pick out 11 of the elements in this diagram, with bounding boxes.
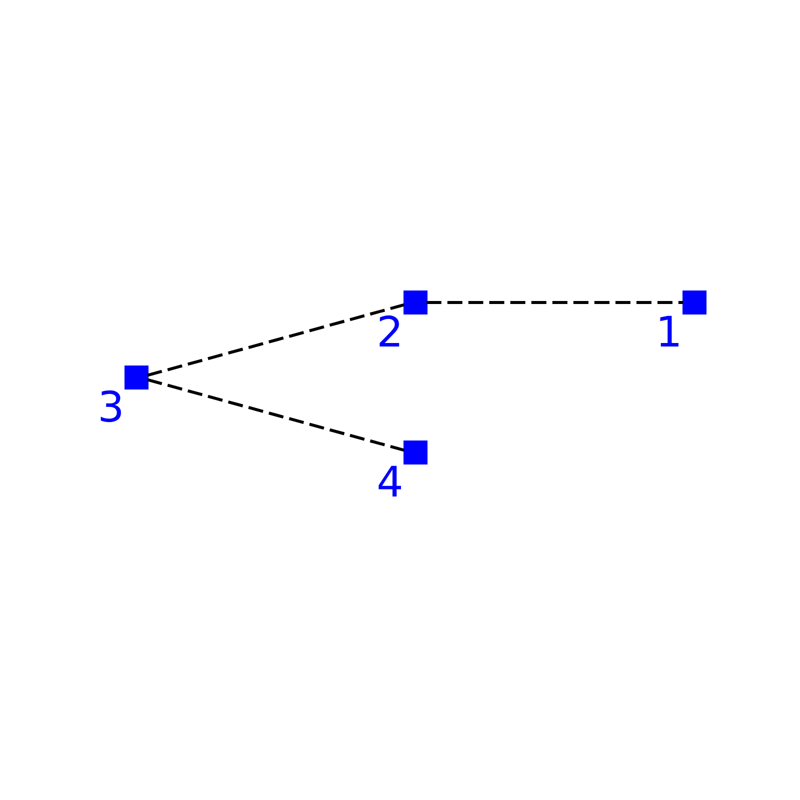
node-label: 4 xyxy=(376,458,403,507)
node-label: 2 xyxy=(376,308,403,357)
node-label: 3 xyxy=(97,382,124,432)
node-label: 1 xyxy=(655,308,682,357)
node-box xyxy=(682,290,706,314)
connector xyxy=(146,303,404,377)
connector xyxy=(146,378,404,452)
connector xyxy=(426,301,683,304)
node-box xyxy=(403,440,427,464)
node-box xyxy=(124,366,148,390)
node-box xyxy=(403,290,427,314)
